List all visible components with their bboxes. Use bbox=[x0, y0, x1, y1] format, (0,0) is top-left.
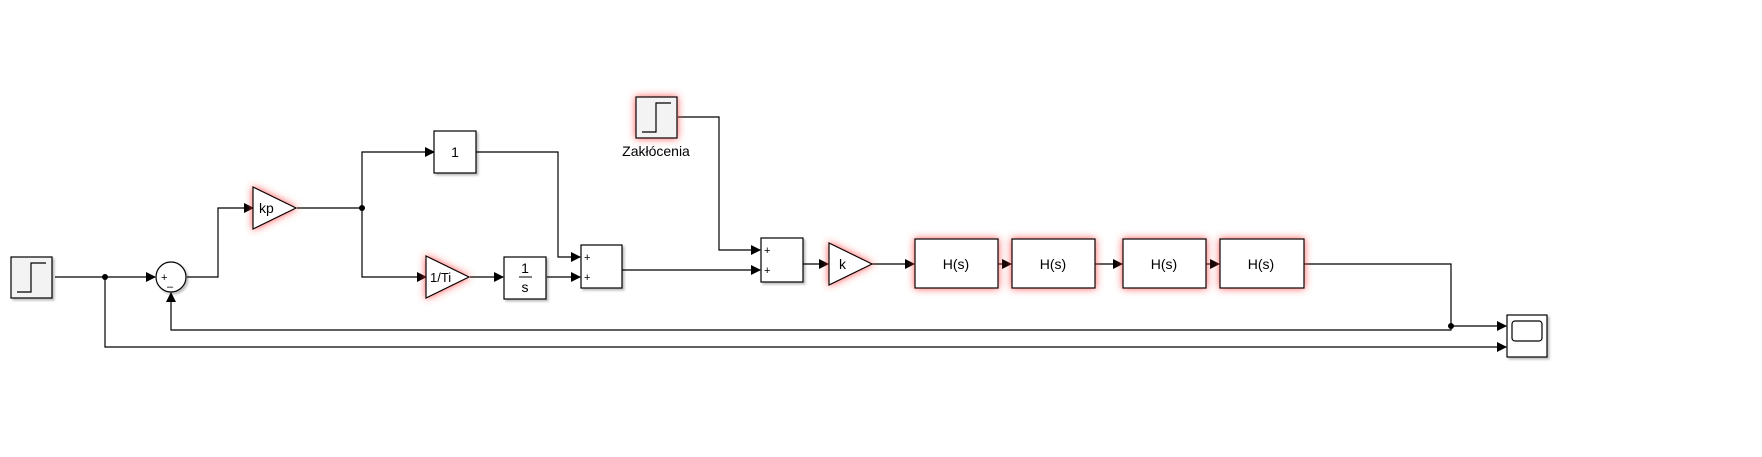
wire-gain-one-to-sum[interactable] bbox=[476, 151, 581, 262]
gain-one-label: 1 bbox=[451, 144, 459, 160]
sum-dist-sign-2: + bbox=[764, 265, 770, 277]
integrator-numerator: 1 bbox=[521, 260, 529, 276]
disturbance-step-icon bbox=[642, 102, 671, 133]
plant-label-2: H(s) bbox=[1040, 256, 1066, 272]
integrator-denominator: s bbox=[522, 279, 529, 295]
gain-ti-label: 1/Ti bbox=[430, 270, 451, 285]
integrator-block[interactable]: 1 s bbox=[503, 256, 547, 300]
gain-kp-block[interactable]: kp bbox=[252, 186, 298, 230]
wire-disturbance-to-sum[interactable] bbox=[678, 116, 761, 255]
gain-ti-block[interactable]: 1/Ti bbox=[425, 255, 471, 299]
gain-one-block[interactable]: 1 bbox=[433, 130, 477, 174]
plant-block-1[interactable]: H(s) bbox=[914, 238, 999, 289]
plant-block-3[interactable]: H(s) bbox=[1122, 238, 1207, 289]
wire-to-gain-ti[interactable] bbox=[361, 208, 427, 282]
sum-dist-sign-1: + bbox=[764, 245, 770, 257]
branch-dot-reference bbox=[102, 274, 108, 280]
branch-dot-output bbox=[1448, 323, 1454, 329]
wire-step-to-scope[interactable] bbox=[104, 277, 1507, 352]
wire-sum-to-kp[interactable] bbox=[187, 203, 254, 278]
plant-block-4[interactable]: H(s) bbox=[1219, 238, 1305, 289]
disturbance-step-block[interactable]: Zakłócenia bbox=[622, 96, 690, 159]
sum-pi-sign-2: + bbox=[584, 272, 590, 284]
sum-error-sign-minus: – bbox=[167, 281, 174, 293]
sum-error-sign-plus: + bbox=[161, 272, 167, 284]
gain-kp-label: kp bbox=[259, 200, 274, 216]
signal-lines bbox=[55, 116, 1507, 352]
plant-block-2[interactable]: H(s) bbox=[1011, 238, 1096, 289]
disturbance-label: Zakłócenia bbox=[622, 143, 690, 159]
sum-error-junction[interactable]: + – bbox=[155, 261, 187, 293]
branch-dot-kp bbox=[359, 205, 365, 211]
scope-block[interactable] bbox=[1506, 314, 1548, 358]
plant-label-1: H(s) bbox=[943, 256, 969, 272]
sum-pi-block[interactable]: + + bbox=[580, 244, 623, 289]
gain-k-block[interactable]: k bbox=[828, 242, 874, 286]
wire-to-gain-one[interactable] bbox=[361, 147, 435, 208]
plant-label-4: H(s) bbox=[1248, 256, 1274, 272]
wire-feedback[interactable] bbox=[166, 292, 1452, 331]
sum-pi-sign-1: + bbox=[584, 252, 590, 264]
sum-disturbance-block[interactable]: + + bbox=[760, 237, 804, 283]
step-input-block[interactable] bbox=[10, 256, 53, 299]
step-icon bbox=[17, 262, 46, 293]
scope-icon bbox=[1511, 320, 1543, 342]
wire-h4-to-scope[interactable] bbox=[1304, 263, 1507, 331]
gain-k-label: k bbox=[839, 256, 847, 272]
branch-points bbox=[102, 205, 1454, 329]
plant-label-3: H(s) bbox=[1151, 256, 1177, 272]
